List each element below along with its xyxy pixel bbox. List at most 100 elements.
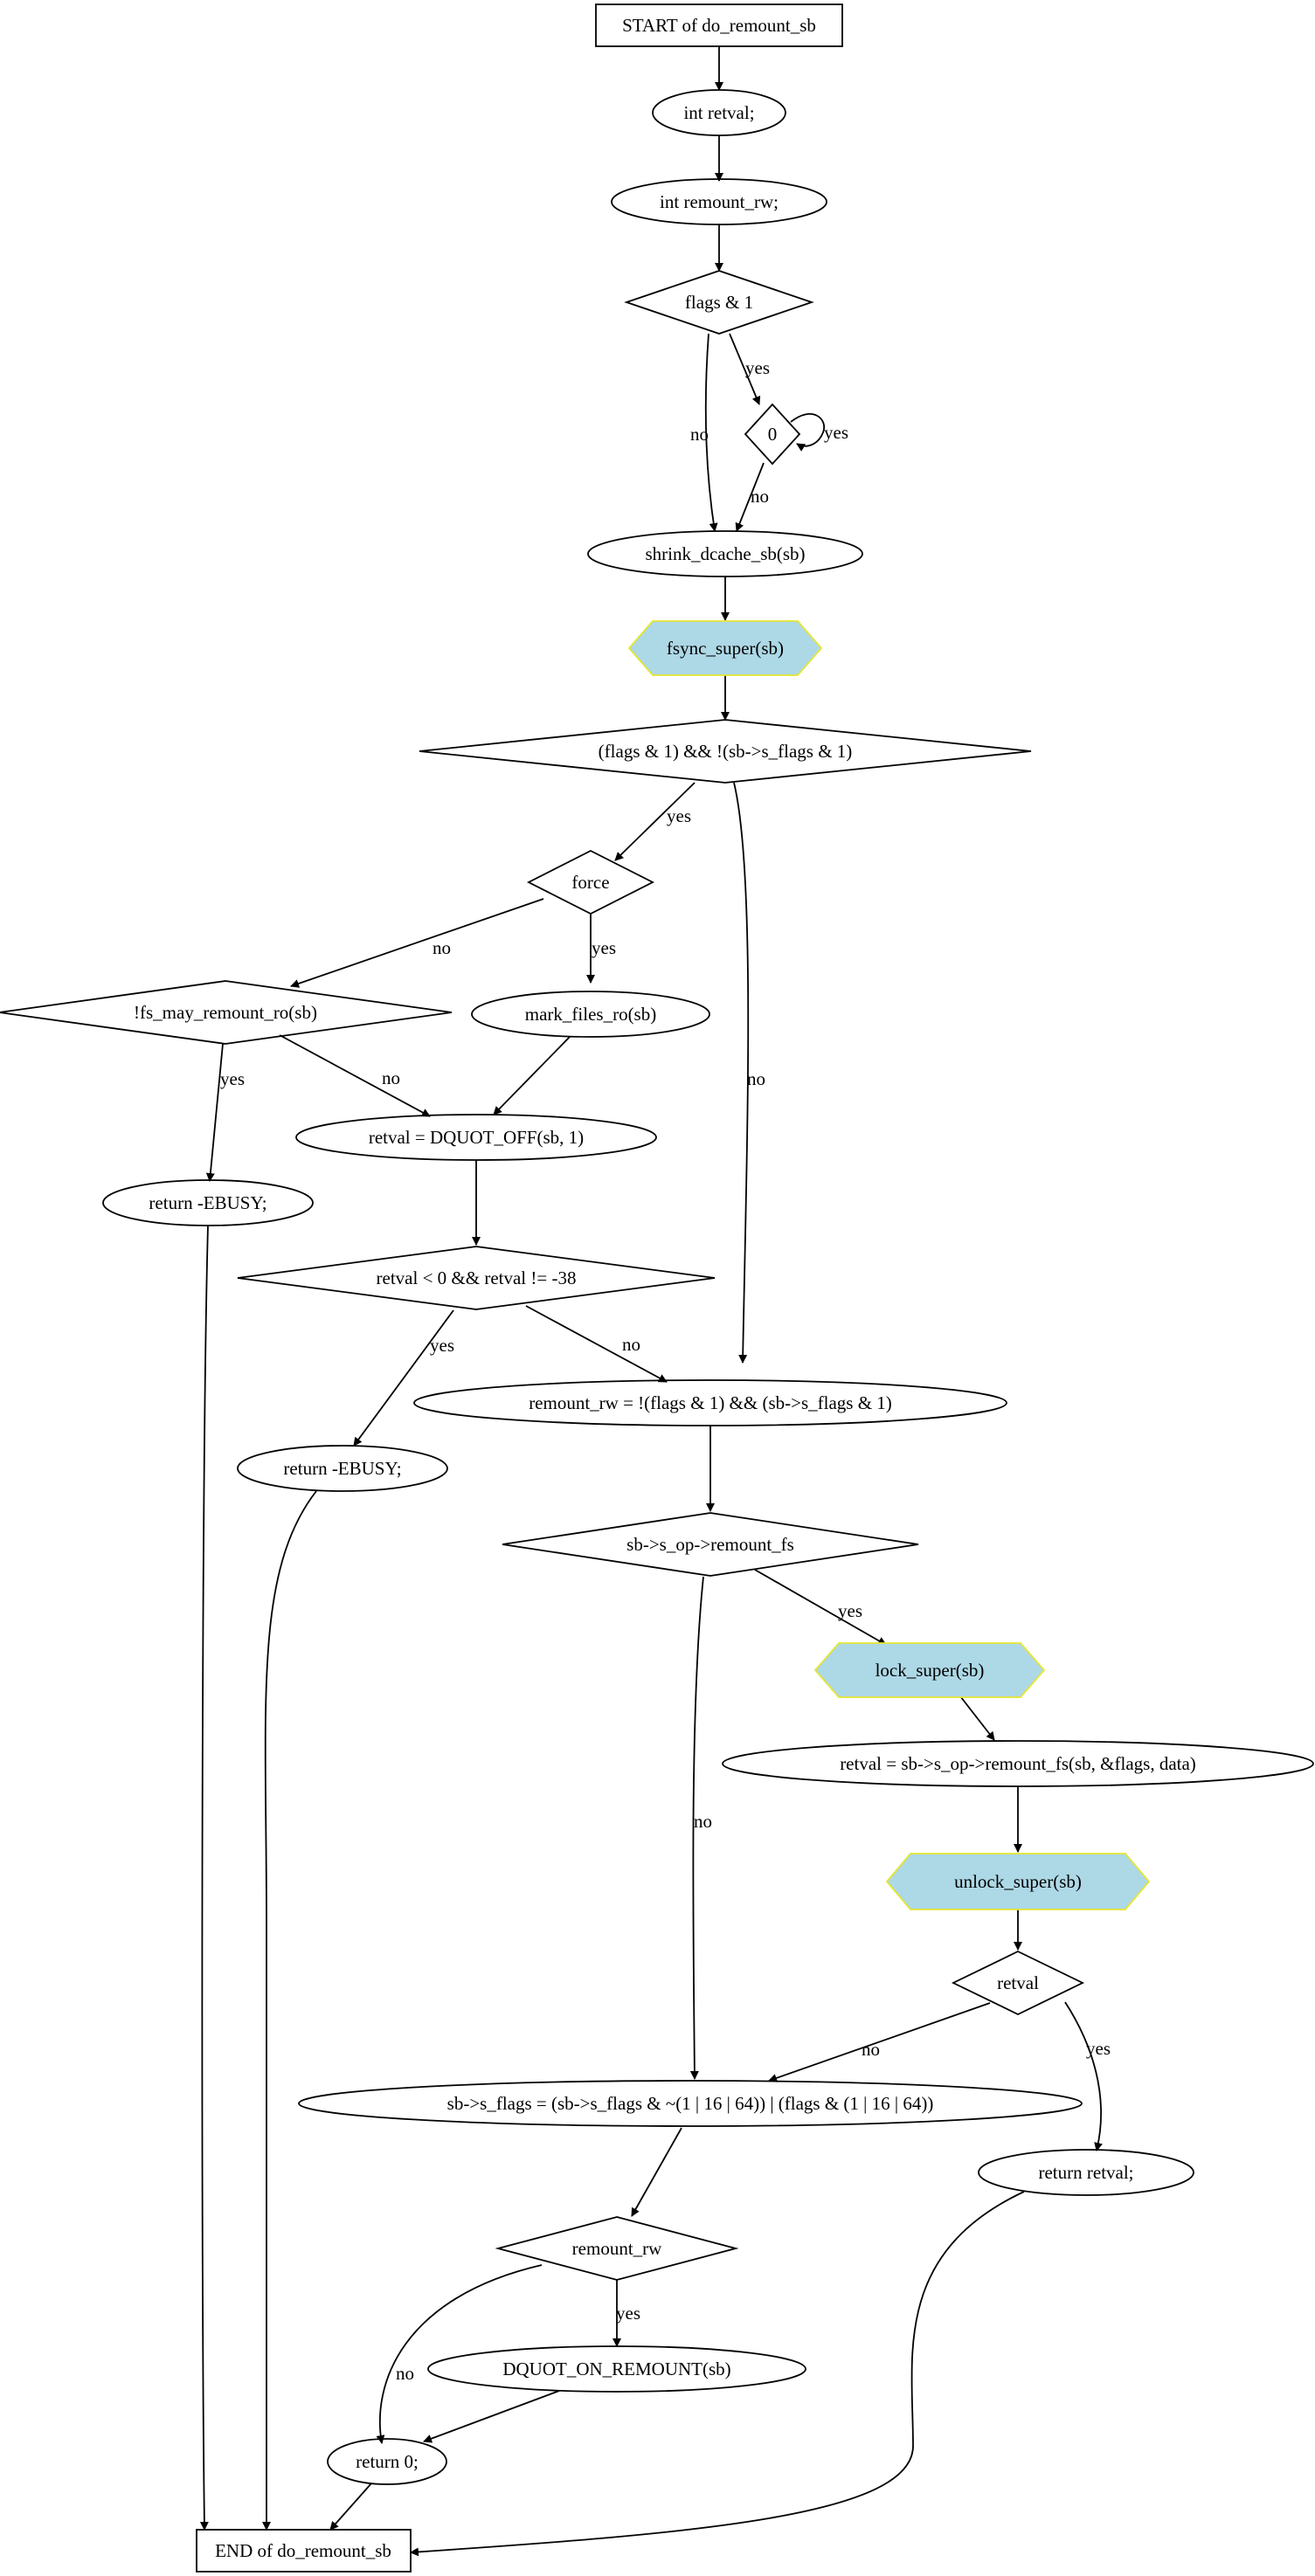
edge-return-0-to-end (329, 2483, 372, 2531)
node-remount-fs-check: sb->s_op->remount_fs (502, 1512, 919, 1577)
edge-fs-may-no-to-dquot-off (279, 1034, 431, 1117)
edge-label-yes: yes (430, 1335, 454, 1356)
node-unlock-super-label: unlock_super(sb) (954, 1871, 1082, 1892)
edge-ro-check-no-to-remount-rw (733, 782, 750, 1364)
node-lock-super: lock_super(sb) (813, 1642, 1046, 1698)
node-fsync-super: fsync_super(sb) (627, 620, 823, 676)
edge-retval-check-no-to-remount-rw (525, 1305, 668, 1383)
node-return-ebusy-1-label: return -EBUSY; (149, 1192, 266, 1213)
edge-s-flags-to-remount-rw-check (631, 2127, 682, 2217)
node-return-0: return 0; (327, 2438, 447, 2485)
edge-zero-yes-loop (790, 412, 826, 452)
edge-label-yes: yes (616, 2303, 640, 2324)
node-return-ebusy-1: return -EBUSY; (102, 1179, 314, 1226)
edge-flags-no-to-shrink (704, 333, 718, 532)
node-int-remount-rw-label: int remount_rw; (660, 191, 779, 212)
node-return-retval: return retval; (978, 2149, 1194, 2196)
node-zero-label: 0 (768, 424, 778, 445)
edge-flags-yes-to-zero (729, 333, 761, 405)
node-retval-check: retval < 0 && retval != -38 (237, 1246, 716, 1310)
edge-retval-yes-to-return-retval (1064, 2001, 1103, 2151)
edge-ebusy-1-to-end (199, 1225, 209, 2531)
edge-label-no: no (747, 1068, 765, 1089)
node-fsync-super-label: fsync_super(sb) (667, 638, 784, 659)
edge-label-no: no (622, 1334, 640, 1355)
node-remount-rw-check: remount_rw (495, 2216, 739, 2281)
node-dquot-off-label: retval = DQUOT_OFF(sb, 1) (369, 1127, 584, 1148)
edge-ebusy-2-to-end (262, 1490, 317, 2531)
node-fs-may-remount-ro: !fs_may_remount_ro(sb) (0, 980, 453, 1045)
edges (199, 46, 1103, 2557)
node-return-0-label: return 0; (356, 2451, 419, 2472)
edge-label-no: no (433, 937, 451, 958)
node-unlock-super: unlock_super(sb) (885, 1853, 1151, 1910)
node-mark-files-ro-label: mark_files_ro(sb) (525, 1004, 656, 1025)
node-zero: 0 (744, 403, 801, 466)
edge-remount-fs-no-to-s-flags (689, 1576, 704, 2080)
node-remount-rw-check-label: remount_rw (572, 2238, 662, 2259)
node-retval-check-label: retval < 0 && retval != -38 (377, 1267, 577, 1288)
node-remount-fs-check-label: sb->s_op->remount_fs (626, 1534, 794, 1555)
node-return-ebusy-2: return -EBUSY; (237, 1445, 448, 1492)
node-dquot-off: retval = DQUOT_OFF(sb, 1) (295, 1114, 657, 1161)
node-mark-files-ro: mark_files_ro(sb) (471, 991, 710, 1038)
edge-label-no: no (396, 2363, 414, 2384)
node-remount-rw-assign: remount_rw = !(flags & 1) && (sb->s_flag… (413, 1379, 1007, 1426)
node-shrink-dcache-label: shrink_dcache_sb(sb) (645, 543, 805, 564)
node-remount-fs-call-label: retval = sb->s_op->remount_fs(sb, &flags… (840, 1753, 1196, 1774)
edge-label-yes: yes (592, 937, 616, 958)
node-fs-may-remount-ro-label: !fs_may_remount_ro(sb) (134, 1002, 317, 1023)
edge-label-no: no (690, 424, 709, 445)
node-ro-check-label: (flags & 1) && !(sb->s_flags & 1) (599, 741, 853, 762)
edge-label-yes: yes (838, 1600, 862, 1621)
nodes: START of do_remount_sb int retval; int r… (0, 3, 1314, 2573)
node-ro-check: (flags & 1) && !(sb->s_flags & 1) (419, 719, 1032, 784)
edge-ro-check-yes-to-force (614, 782, 696, 861)
edge-lock-to-remount-fs-call (957, 1692, 995, 1741)
edge-retval-no-to-s-flags (768, 2002, 991, 2082)
edge-label-yes: yes (824, 422, 848, 443)
edge-remount-fs-yes-to-lock (754, 1569, 887, 1646)
node-int-remount-rw: int remount_rw; (611, 178, 827, 225)
edge-mark-files-to-dquot-off (493, 1036, 571, 1115)
node-lock-super-label: lock_super(sb) (876, 1660, 985, 1681)
edge-label-no: no (751, 486, 769, 507)
edge-dquot-on-to-return-0 (423, 2390, 560, 2443)
edge-zero-no-to-shrink (735, 462, 765, 532)
node-remount-fs-call: retval = sb->s_op->remount_fs(sb, &flags… (722, 1740, 1314, 1787)
node-return-ebusy-2-label: return -EBUSY; (283, 1458, 401, 1479)
node-flags-and-1-label: flags & 1 (685, 292, 753, 313)
edge-label-no: no (862, 2039, 880, 2060)
edge-labels: yes no yes no yes no no yes yes no yes n… (220, 357, 1111, 2384)
node-s-flags-assign-label: sb->s_flags = (sb->s_flags & ~(1 | 16 | … (447, 2093, 934, 2114)
node-dquot-on-label: DQUOT_ON_REMOUNT(sb) (502, 2358, 730, 2379)
edge-label-yes: yes (1086, 2038, 1111, 2059)
node-start: START of do_remount_sb (595, 3, 843, 47)
node-retval-label: retval (997, 1972, 1039, 1993)
node-s-flags-assign: sb->s_flags = (sb->s_flags & ~(1 | 16 | … (298, 2080, 1083, 2127)
node-remount-rw-assign-label: remount_rw = !(flags & 1) && (sb->s_flag… (529, 1392, 892, 1413)
edge-label-no: no (382, 1067, 400, 1088)
node-end-label: END of do_remount_sb (215, 2540, 391, 2561)
edge-return-retval-to-end (410, 2191, 1025, 2557)
edge-label-yes: yes (220, 1068, 245, 1089)
node-int-retval: int retval; (652, 89, 786, 136)
node-end: END of do_remount_sb (196, 2529, 412, 2573)
edge-remount-rw-check-no-to-return-0 (376, 2264, 543, 2444)
node-dquot-on: DQUOT_ON_REMOUNT(sb) (427, 2345, 806, 2393)
node-start-label: START of do_remount_sb (622, 15, 816, 36)
edge-fs-may-yes-to-ebusy-1 (205, 1043, 224, 1182)
node-retval: retval (951, 1950, 1085, 2016)
edge-label-yes: yes (667, 805, 691, 826)
node-flags-and-1: flags & 1 (624, 270, 814, 335)
edge-force-no-to-fs-may (290, 898, 544, 988)
node-int-retval-label: int retval; (683, 102, 754, 123)
edge-label-yes: yes (745, 357, 770, 378)
edge-retval-check-yes-to-ebusy-2 (353, 1309, 454, 1447)
node-force: force (527, 849, 654, 915)
node-shrink-dcache: shrink_dcache_sb(sb) (587, 530, 863, 577)
node-return-retval-label: return retval; (1038, 2162, 1133, 2183)
node-force-label: force (571, 872, 609, 893)
edge-label-no: no (694, 1811, 712, 1832)
